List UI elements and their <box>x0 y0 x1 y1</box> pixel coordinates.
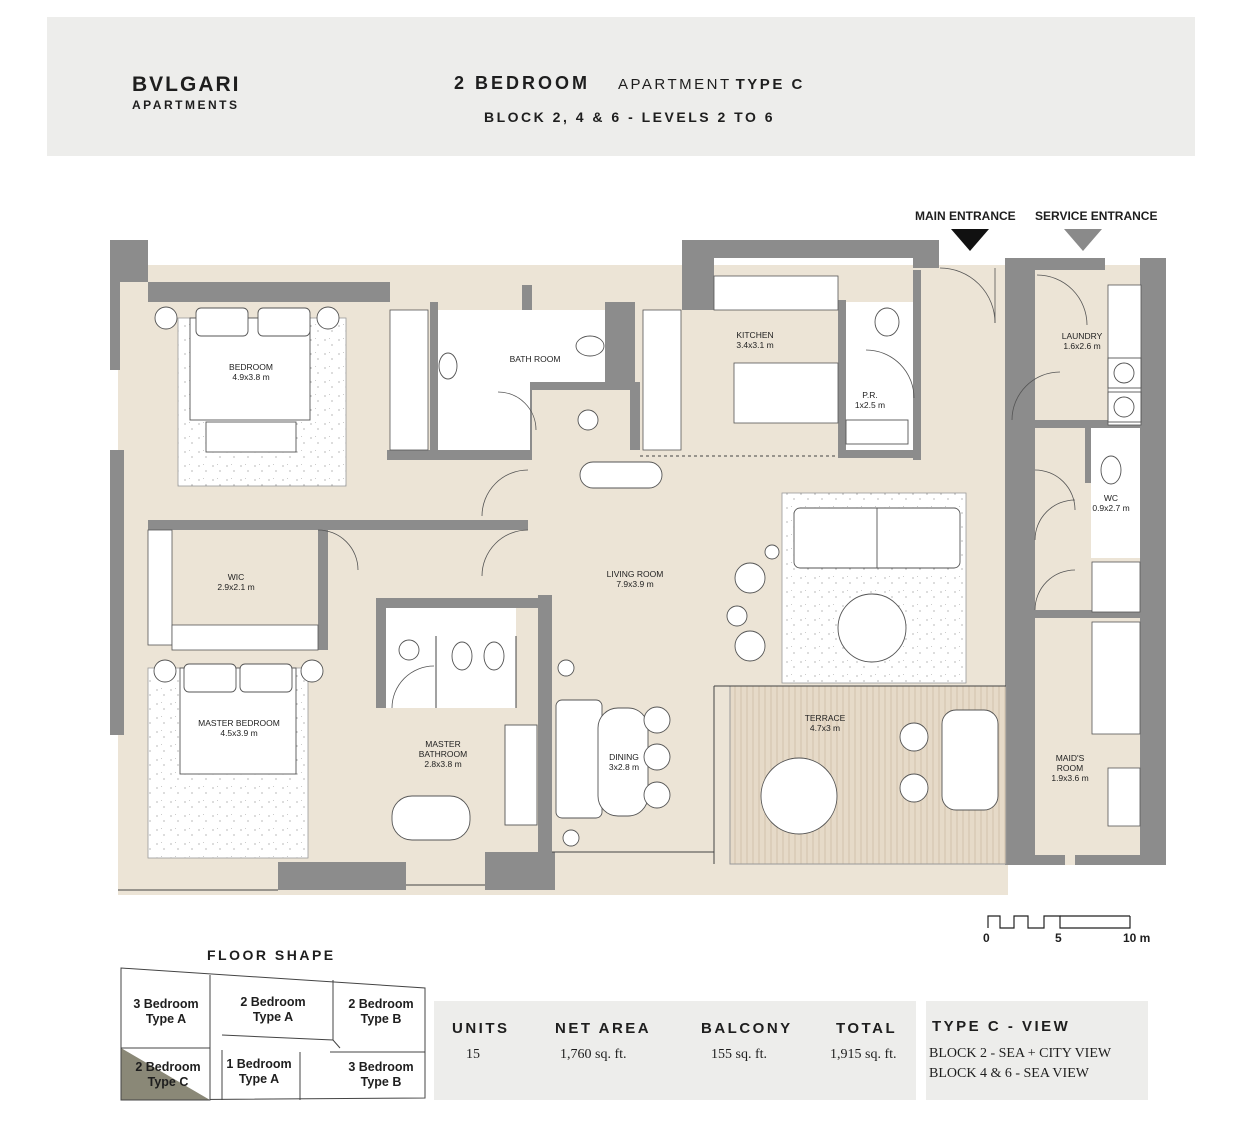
floor-shape-title: FLOOR SHAPE <box>207 947 336 963</box>
title-bedrooms: 2 BEDROOM <box>454 73 591 93</box>
view-panel: TYPE C - VIEW BLOCK 2 - SEA + CITY VIEW … <box>926 1001 1148 1100</box>
dining-furniture <box>555 699 999 835</box>
units-label: UNITS <box>452 1020 510 1037</box>
brand-name: BVLGARI <box>132 73 241 96</box>
laundry-machines <box>1107 357 1142 423</box>
living-furniture <box>557 461 961 847</box>
page-subtitle: BLOCK 2, 4 & 6 - LEVELS 2 TO 6 <box>484 109 776 125</box>
partition-lines <box>118 455 1006 891</box>
main-entrance-label: MAIN ENTRANCE <box>915 209 1016 223</box>
balcony-value: 155 sq. ft. <box>711 1047 767 1062</box>
scale-zero: 0 <box>983 931 990 945</box>
doors <box>317 267 1088 709</box>
total-label: TOTAL <box>836 1020 898 1037</box>
balcony-label: BALCONY <box>701 1020 793 1037</box>
unit-stats-panel: UNITS 15 NET AREA 1,760 sq. ft. BALCONY … <box>434 1001 916 1100</box>
brand-logo: BVLGARI APARTMENTS <box>132 73 241 112</box>
units-value: 15 <box>466 1047 480 1062</box>
main-entrance-arrow-icon <box>951 229 989 251</box>
scale-bar <box>987 915 1131 929</box>
title-type: TYPE C <box>735 76 805 93</box>
scale-five: 5 <box>1055 931 1062 945</box>
floor-shape-diagram <box>120 967 426 1101</box>
walls <box>110 240 1166 890</box>
bath-fixtures <box>391 307 1122 841</box>
net-area-label: NET AREA <box>555 1020 652 1037</box>
view-title: TYPE C - VIEW <box>932 1018 1071 1035</box>
total-value: 1,915 sq. ft. <box>830 1047 897 1062</box>
scale-ten: 10 m <box>1123 931 1151 945</box>
view-line-2: BLOCK 4 & 6 - SEA VIEW <box>929 1066 1089 1081</box>
net-area-value: 1,760 sq. ft. <box>560 1047 627 1062</box>
service-entrance-arrow-icon <box>1064 229 1102 251</box>
title-apartment: APARTMENT <box>618 76 732 93</box>
service-entrance-label: SERVICE ENTRANCE <box>1035 209 1158 223</box>
view-line-1: BLOCK 2 - SEA + CITY VIEW <box>929 1046 1112 1061</box>
room-bathroom: BATH ROOM <box>509 354 561 364</box>
beds <box>153 306 340 775</box>
room-powder-room: P.R.1x2.5 m <box>854 390 886 410</box>
brand-subtitle: APARTMENTS <box>132 98 240 112</box>
